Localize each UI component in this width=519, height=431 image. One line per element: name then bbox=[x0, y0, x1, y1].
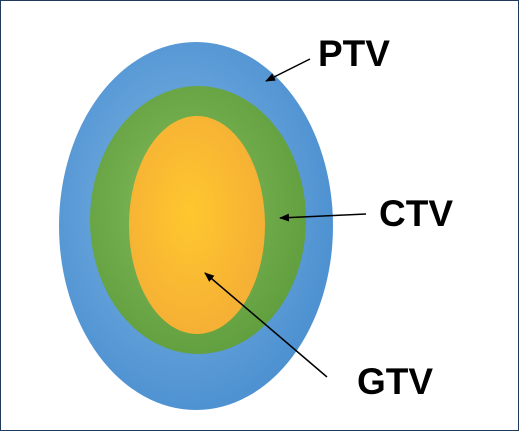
ptv-arrow bbox=[265, 58, 311, 82]
ctv-arrow bbox=[279, 213, 367, 222]
gtv-label: GTV bbox=[357, 361, 433, 402]
ctv-label: CTV bbox=[379, 193, 453, 234]
gtv-arrow bbox=[204, 272, 328, 378]
ptv-label: PTV bbox=[318, 33, 390, 74]
gtv-region bbox=[129, 116, 265, 334]
